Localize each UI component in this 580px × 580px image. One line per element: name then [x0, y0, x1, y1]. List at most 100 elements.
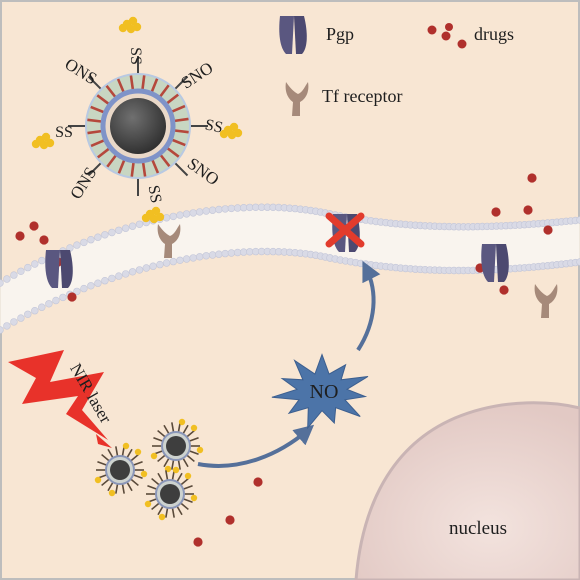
gold-cluster-blob [190, 424, 198, 432]
shell-spike [129, 75, 135, 91]
lipid-head [3, 275, 11, 283]
lipid-head [176, 256, 184, 264]
shell-spike [106, 153, 118, 168]
gold-cluster-blob [151, 206, 161, 216]
gold-cluster-blob [108, 489, 116, 497]
lipid-head [227, 249, 236, 257]
lipid-head [121, 224, 130, 232]
drug-particles [15, 173, 553, 547]
lipid-head [208, 206, 217, 214]
nanoparticle-large: ONS SS SNO SS SS SNO ONS SS [31, 16, 243, 224]
shell-spike [105, 85, 117, 99]
particle-core [110, 460, 130, 480]
drug-particle [499, 285, 509, 295]
lipid-head [17, 267, 25, 275]
lipid-head [156, 260, 164, 269]
shell-spike [130, 161, 135, 177]
lipid-head [38, 303, 46, 311]
shell-spike [117, 158, 126, 174]
shell-spike [165, 93, 179, 105]
drug-particle [543, 225, 553, 235]
ligand-ray [172, 75, 189, 92]
lipid-head [0, 326, 4, 334]
lipid-head [196, 253, 204, 261]
lipid-head [0, 279, 4, 287]
lipid-head [162, 259, 171, 267]
shell-spike [87, 129, 103, 135]
gold-cluster-blob [141, 213, 151, 223]
nanoparticle-cluster [94, 418, 204, 521]
arrow-to-no [197, 424, 315, 468]
shell-spike [170, 104, 186, 114]
gold-cluster-blob [118, 23, 128, 33]
lipid-head [121, 270, 130, 278]
lipid-head [149, 262, 157, 270]
lipid-head [45, 300, 53, 308]
lipid-head [59, 293, 67, 302]
lipid-head [80, 284, 88, 293]
particle-core [110, 98, 166, 154]
ligand-ray [87, 75, 104, 92]
small-nanoparticle [144, 466, 198, 521]
gold-cluster-blob [227, 130, 237, 140]
shell-spike [97, 147, 111, 159]
ligand-label-ss-left: SS [55, 124, 73, 141]
gold-cluster-blob [149, 214, 159, 224]
gold-clusters [31, 16, 243, 224]
lipid-head [169, 257, 178, 266]
gold-cluster-blob [144, 500, 152, 508]
lipid-head [94, 233, 102, 241]
shell-spike [158, 84, 170, 99]
lipid-head [176, 211, 184, 219]
shell-spike [90, 138, 106, 148]
legend: Pgp drugs Tf receptor [279, 16, 514, 116]
shell-spike [141, 161, 147, 177]
lipid-head [73, 241, 81, 249]
drug-particle [491, 207, 501, 217]
small-nanoparticle [150, 418, 204, 473]
lipid-head [31, 260, 39, 268]
particle-shell-spikes [87, 75, 189, 177]
no-label: NO [310, 381, 339, 403]
drugs-legend-icon [427, 23, 467, 49]
lipid-head [87, 236, 95, 244]
lipid-head [80, 238, 88, 247]
shell-spike [96, 94, 111, 106]
laser-bolt-icon [8, 350, 112, 448]
lipid-head [24, 263, 32, 272]
shell-spike [165, 146, 180, 158]
lipid-head [128, 268, 137, 276]
gold-cluster-blob [134, 448, 142, 456]
ligand-label-ss-top: SS [127, 47, 144, 65]
legend-drugs-label: drugs [474, 24, 514, 44]
lipid-head [108, 228, 116, 237]
gold-cluster-blob [41, 132, 51, 142]
particle-ligand-rays [68, 56, 208, 196]
drug-particle [527, 173, 537, 183]
lipid-head [10, 271, 18, 279]
gold-cluster-blob [126, 24, 136, 34]
nucleus-label: nucleus [449, 518, 507, 539]
gold-cluster-blob [158, 513, 166, 521]
lipid-head [24, 310, 32, 318]
particle-core [166, 436, 186, 456]
gold-cluster-blob [31, 139, 41, 149]
shell-spike [87, 118, 103, 123]
ligand-ray [87, 160, 104, 177]
lipid-head [202, 252, 210, 260]
lipid-head [142, 264, 151, 272]
lipid-head [215, 250, 223, 258]
lipid-head [52, 296, 60, 305]
gold-cluster-blob [219, 129, 229, 139]
gold-cluster-blob [229, 122, 239, 132]
shell-spike [170, 138, 186, 147]
lipid-head [208, 251, 217, 259]
no-burst [271, 353, 369, 430]
lipid-head [233, 248, 242, 257]
gold-cluster-blob [140, 470, 148, 478]
lipid-head [38, 256, 46, 265]
arrow-to-pgp [356, 260, 381, 352]
particle-core [160, 484, 180, 504]
